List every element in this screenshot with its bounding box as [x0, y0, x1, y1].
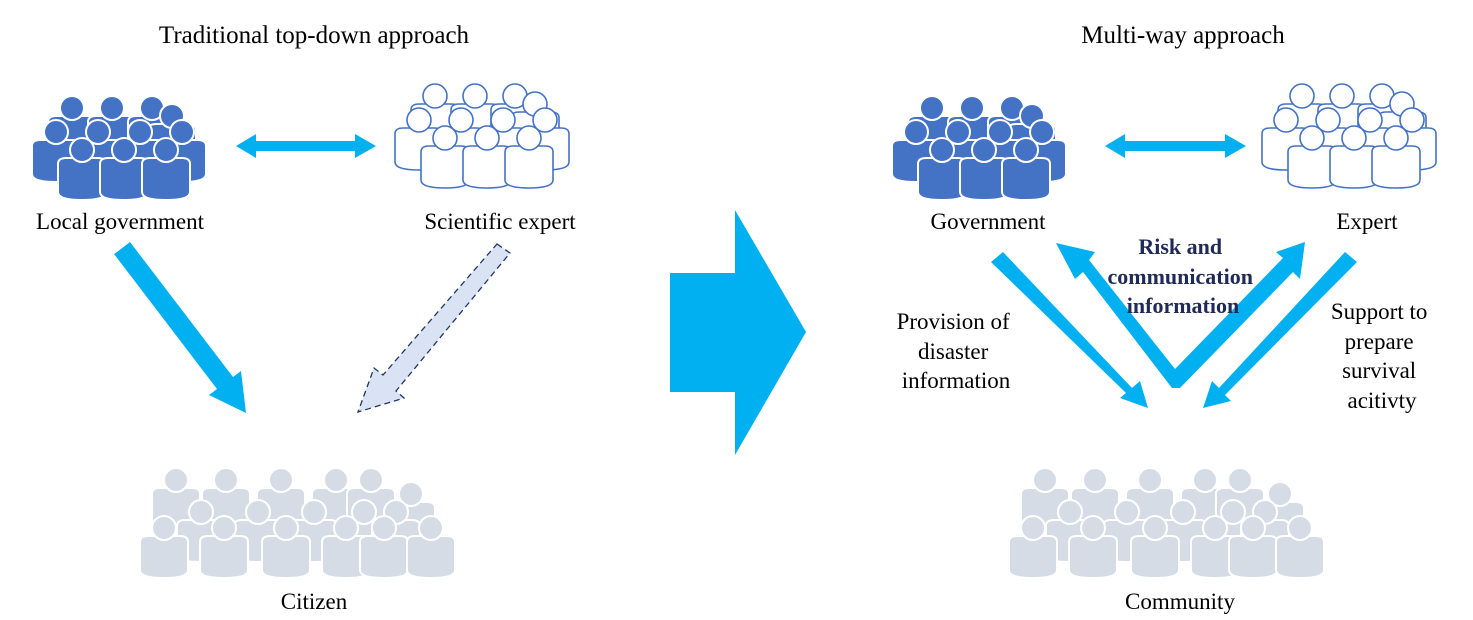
citizen-people-icon — [140, 468, 455, 578]
right-title: Multi-way approach — [1081, 22, 1285, 49]
gov-to-community-arrow — [991, 252, 1148, 408]
right-note-line-1: Support to — [1331, 299, 1427, 324]
government-label: Government — [931, 209, 1047, 234]
transition-arrow — [670, 210, 806, 455]
center-label-line-3: information — [1127, 293, 1239, 318]
right-note-line-2: prepare — [1345, 329, 1414, 354]
center-label-line-1: Risk and — [1138, 234, 1222, 259]
expert-to-community-arrow — [1203, 252, 1357, 408]
right-note-line-3: survival — [1342, 358, 1416, 383]
citizen-label: Citizen — [281, 589, 348, 614]
left-note-line-3: information — [902, 368, 1011, 393]
scientific-expert-people-icon — [395, 84, 569, 188]
right-note: Support to prepare survival acitivty — [1331, 299, 1433, 413]
expert-to-citizen-dashed-arrow — [356, 243, 511, 414]
left-note: Provision of disaster information — [897, 309, 1016, 393]
left-note-line-1: Provision of — [897, 309, 1010, 334]
risk-communication-v-arrow — [1056, 242, 1305, 388]
right-note-line-4: acitivty — [1348, 388, 1417, 413]
community-people-icon — [1009, 468, 1324, 578]
left-title: Traditional top-down approach — [159, 22, 470, 49]
center-label-line-2: communication — [1108, 264, 1253, 289]
local-government-label: Local government — [36, 209, 205, 234]
center-label: Risk and communication information — [1108, 234, 1259, 318]
local-government-people-icon — [32, 96, 206, 200]
left-note-line-2: disaster — [918, 339, 989, 364]
government-people-icon — [892, 96, 1066, 200]
gov-to-citizen-arrow — [114, 242, 246, 413]
left-double-arrow — [236, 134, 376, 158]
expert-people-icon — [1262, 84, 1436, 188]
expert-label: Expert — [1336, 209, 1398, 234]
scientific-expert-label: Scientific expert — [424, 209, 576, 234]
community-label: Community — [1125, 589, 1235, 614]
right-double-arrow — [1105, 134, 1246, 158]
